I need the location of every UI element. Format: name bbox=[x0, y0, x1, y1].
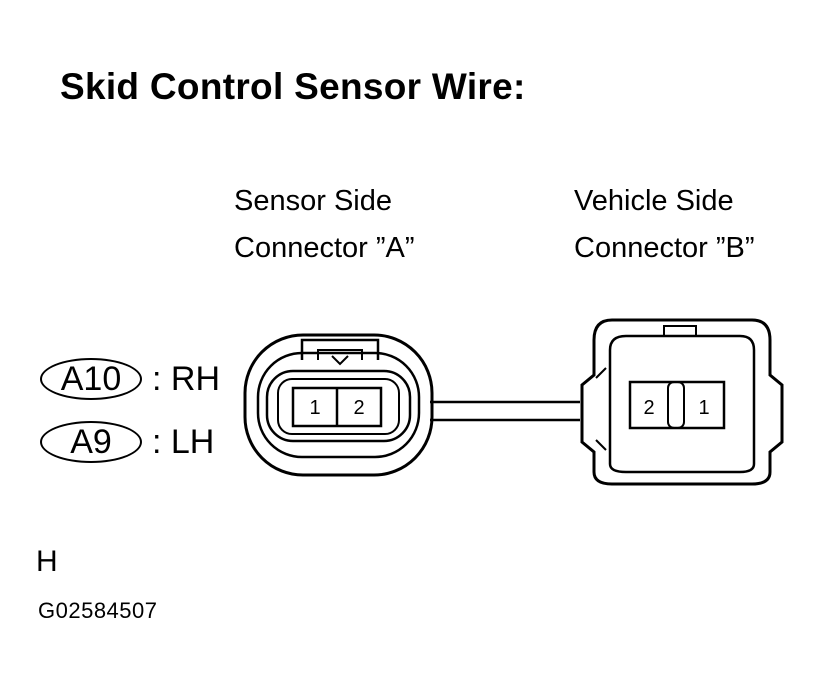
code-side-lh: : LH bbox=[152, 422, 215, 461]
connector-a-line2: Connector ”A” bbox=[234, 232, 415, 264]
connector-a-line1: Sensor Side bbox=[234, 185, 392, 217]
connector-a-pin-1: 1 bbox=[309, 397, 320, 419]
connector-b-line2: Connector ”B” bbox=[574, 232, 755, 264]
figure-id: G02584507 bbox=[38, 598, 158, 623]
code-side-rh: : RH bbox=[152, 359, 220, 398]
wire bbox=[430, 400, 580, 422]
code-row-a9: A9 : LH bbox=[40, 418, 214, 466]
connector-a-pin-2: 2 bbox=[353, 397, 364, 419]
connector-b-pin-2: 2 bbox=[643, 397, 654, 419]
connector-b-pin-1: 1 bbox=[698, 397, 709, 419]
connector-a-shape bbox=[243, 333, 434, 477]
code-row-a10: A10 : RH bbox=[40, 355, 220, 403]
footer-letter: H bbox=[36, 545, 58, 578]
connector-a-label: Sensor Side Connector ”A” bbox=[234, 178, 415, 272]
connector-b-line1: Vehicle Side bbox=[574, 185, 734, 217]
code-oval-a10: A10 bbox=[40, 358, 142, 400]
code-oval-a9: A9 bbox=[40, 421, 142, 463]
diagram-title: Skid Control Sensor Wire: bbox=[60, 66, 526, 107]
connector-b-label: Vehicle Side Connector ”B” bbox=[574, 178, 755, 272]
connector-b-shape bbox=[580, 318, 784, 486]
